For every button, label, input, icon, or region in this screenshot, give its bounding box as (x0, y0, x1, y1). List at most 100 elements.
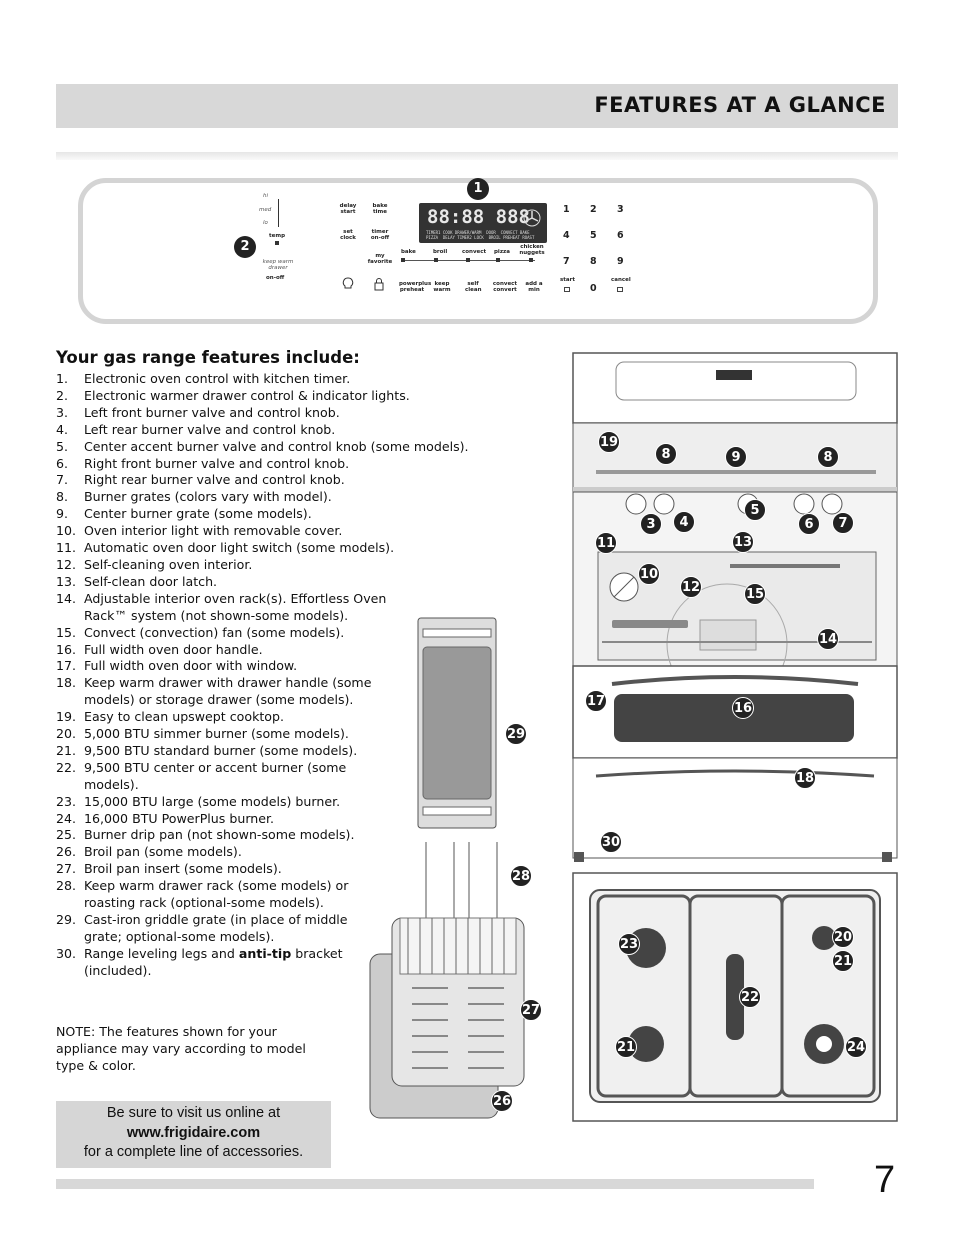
item-number: 13. (56, 573, 77, 589)
callout-8b: 8 (817, 446, 839, 468)
key-3: 3 (617, 204, 624, 215)
item-number: 25. (56, 827, 77, 843)
callout-29: 29 (505, 723, 527, 745)
convect-button: convect (462, 249, 487, 255)
divider-bar (56, 152, 898, 160)
temp-button (275, 241, 279, 245)
lock-icon (374, 278, 384, 291)
list-item: 25. Burner drip pan (not shown-some model… (56, 827, 496, 844)
item-number: 19. (56, 709, 77, 725)
pizza-indicator (496, 258, 500, 262)
set-clock-button: set clock (340, 229, 356, 241)
label-hi: hi (263, 193, 269, 199)
callout-1: 1 (467, 178, 489, 200)
callout-3: 3 (640, 513, 662, 535)
item-number: 6. (56, 455, 69, 471)
item-number: 20. (56, 726, 77, 742)
item-number: 18. (56, 675, 77, 691)
list-item: 6.Right front burner valve and control k… (56, 456, 496, 473)
website-link[interactable]: www.frigidaire.com (126, 1124, 261, 1141)
item-text: Right rear burner valve and control knob… (84, 472, 345, 488)
item-text: Full width oven door with window. (84, 658, 298, 674)
convect-convert-button: convect convert (492, 281, 518, 293)
item-number: 24. (56, 810, 77, 826)
item-text: Broil pan (some models). (84, 844, 242, 860)
header-bar: FEATURES AT A GLANCE (56, 84, 898, 128)
callout-8: 8 (655, 443, 677, 465)
timer-button: timer on-off (370, 229, 390, 241)
item-text: Electronic warmer drawer control & indic… (84, 387, 410, 403)
item-number: 5. (56, 438, 69, 454)
convect-indicator (466, 258, 470, 262)
item-text: Keep warm drawer with drawer handle (som… (84, 675, 372, 708)
list-item: 3.Left front burner valve and control kn… (56, 405, 496, 422)
callout-4: 4 (673, 511, 695, 533)
list-item: 14.Adjustable interior oven rack(s). Eff… (56, 591, 406, 625)
item-text: 15,000 BTU large (some models) burner. (84, 793, 341, 809)
key-7: 7 (563, 256, 570, 267)
key-6: 6 (617, 230, 624, 241)
cancel-button: cancel (611, 277, 631, 283)
item-text: Burner grates (colors vary with model). (84, 489, 332, 505)
callout-24: 24 (845, 1036, 867, 1058)
callout-9: 9 (725, 446, 747, 468)
features-list: 1. Electronic oven control with kitchen t… (56, 371, 496, 980)
display-digits: 88:88 888 (427, 206, 530, 228)
oven-display: 88:88 888 TIMER1 COOK DRAWER/WARM DOOR C… (419, 203, 547, 243)
callout-21a: 21 (832, 950, 854, 972)
item-text: Adjustable interior oven rack(s). Effort… (84, 590, 387, 623)
list-item: 11.Automatic oven door light switch (som… (56, 540, 496, 557)
callout-13: 13 (732, 531, 754, 553)
item-text: Burner drip pan (not shown-some models). (84, 827, 355, 843)
callout-30: 30 (600, 831, 622, 853)
item-number: 12. (56, 556, 77, 572)
pizza-button: pizza (494, 249, 510, 255)
page-number: 7 (874, 1159, 896, 1201)
list-item: 22.9,500 BTU center or accent burner (so… (56, 760, 376, 794)
chicken-nuggets-button: chicken nuggets (519, 244, 545, 256)
list-item: 17. Full width oven door with window. (56, 658, 496, 675)
item-text: Center burner grate (some models). (84, 506, 312, 522)
item-number: 23. (56, 793, 77, 809)
list-item: 18. Keep warm drawer with drawer handle (… (56, 675, 396, 709)
item-number: 29. (56, 912, 77, 927)
item-text: Easy to clean upswept cooktop. (84, 709, 284, 725)
item-text: Left rear burner valve and control knob. (84, 421, 336, 437)
item-text: Oven interior light with removable cover… (84, 523, 343, 539)
list-item: 23. 15,000 BTU large (some models) burner… (56, 794, 496, 811)
item-text: Electronic oven control with kitchen tim… (84, 371, 351, 386)
callout-14: 14 (817, 628, 839, 650)
key-8: 8 (590, 256, 597, 267)
range-illustration (572, 352, 898, 862)
callout-12: 12 (680, 576, 702, 598)
item-number: 4. (56, 421, 69, 437)
callout-21b: 21 (615, 1036, 637, 1058)
callout-28: 28 (510, 865, 532, 887)
item-text: Range leveling legs and anti-tip bracket… (84, 946, 376, 980)
callout-16: 16 (732, 697, 754, 719)
item-number: 28. (56, 878, 77, 894)
item-number: 16. (56, 641, 77, 657)
list-item: 2.Electronic warmer drawer control & ind… (56, 388, 496, 405)
item-number: 21. (56, 742, 77, 758)
light-bulb-icon (342, 277, 354, 289)
callout-26: 26 (491, 1090, 513, 1112)
callout-27: 27 (520, 999, 542, 1021)
callout-15: 15 (744, 583, 766, 605)
callout-19: 19 (598, 431, 620, 453)
nuggets-indicator (529, 258, 533, 262)
display-indicators: TIMER1 COOK DRAWER/WARM DOOR CONVECT BAK… (426, 230, 535, 240)
item-number: 8. (56, 489, 69, 505)
label-keep-warm-drawer: keep warm drawer (262, 259, 294, 271)
key-4: 4 (563, 230, 570, 241)
my-favorite-button: my favorite (367, 253, 393, 265)
visit-line-3: for a complete line of accessories. (83, 1144, 304, 1160)
list-item: 26.Broil pan (some models). (56, 844, 496, 861)
item-number: 1. (56, 371, 69, 386)
callout-22: 22 (739, 986, 761, 1008)
note-text: NOTE: The features shown for your applia… (56, 1024, 306, 1073)
callout-2: 2 (234, 236, 256, 258)
item-number: 17. (56, 658, 77, 674)
control-panel-illustration: 1 2 hi med lo temp keep warm drawer on-o… (78, 178, 878, 324)
callout-10: 10 (638, 563, 660, 585)
